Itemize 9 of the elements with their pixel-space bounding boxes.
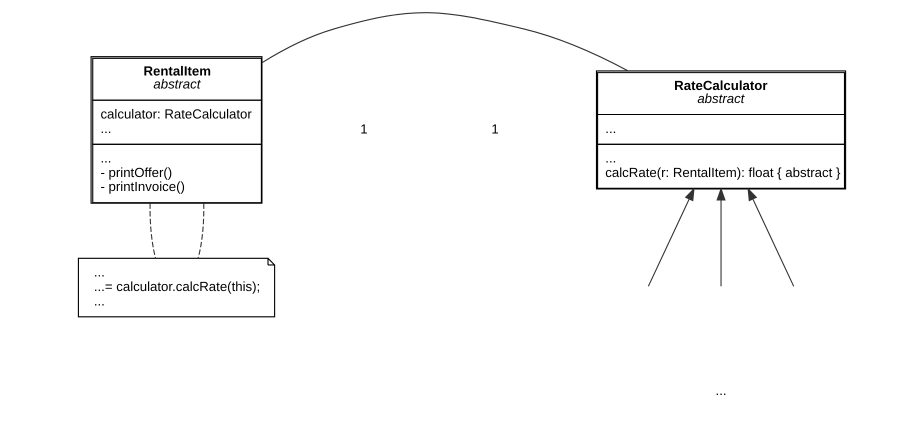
label: 1: [360, 121, 368, 136]
connector: [150, 203, 156, 258]
connector: [262, 12, 628, 72]
label: 1: [491, 121, 499, 136]
connector: [198, 203, 204, 258]
arrow: [747, 187, 794, 287]
arrow: [716, 187, 726, 286]
label: ...: [716, 383, 727, 398]
arrow: [648, 187, 695, 287]
